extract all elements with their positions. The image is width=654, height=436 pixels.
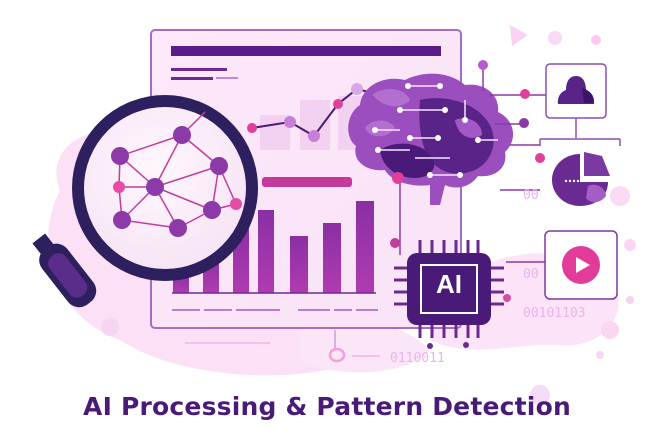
- binary-text-4: 00: [523, 188, 539, 203]
- user-icon: [557, 76, 595, 104]
- ai-chip-label: AI: [436, 269, 462, 299]
- binary-text-3: 00: [523, 267, 539, 282]
- page-title: AI Processing & Pattern Detection: [83, 392, 571, 421]
- pie-chart-icon: [552, 152, 610, 206]
- binary-text-2: 00101103: [523, 306, 586, 321]
- binary-text-1: 0110011: [390, 351, 445, 366]
- play-icon: [562, 246, 600, 284]
